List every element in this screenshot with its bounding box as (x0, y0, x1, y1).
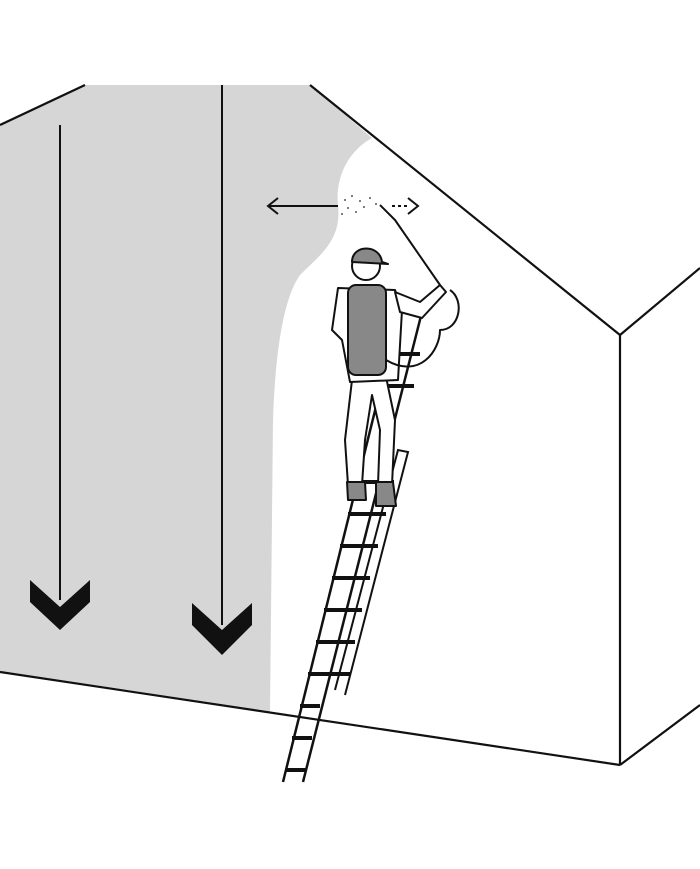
spray-mist (341, 195, 377, 215)
roof-line-left (0, 84, 86, 126)
chevron-down-icon (30, 580, 90, 630)
spray-direction-arrow (266, 197, 420, 215)
legs (344, 371, 396, 486)
house-outline (0, 84, 700, 767)
down-arrow-left (30, 125, 90, 630)
roof-line-main (309, 84, 621, 336)
backpack-sprayer-icon (347, 284, 387, 376)
chevron-down-icon (192, 603, 252, 655)
spray-hose (379, 204, 460, 368)
wall-base-line (0, 670, 621, 767)
down-arrow-right (192, 85, 252, 655)
arm-raised (394, 284, 447, 319)
side-base-line (619, 704, 700, 766)
side-roof-line (619, 267, 700, 336)
person-with-sprayer (331, 204, 460, 507)
cap (351, 247, 389, 265)
treated-wall-area (0, 85, 372, 712)
boots (346, 481, 397, 507)
